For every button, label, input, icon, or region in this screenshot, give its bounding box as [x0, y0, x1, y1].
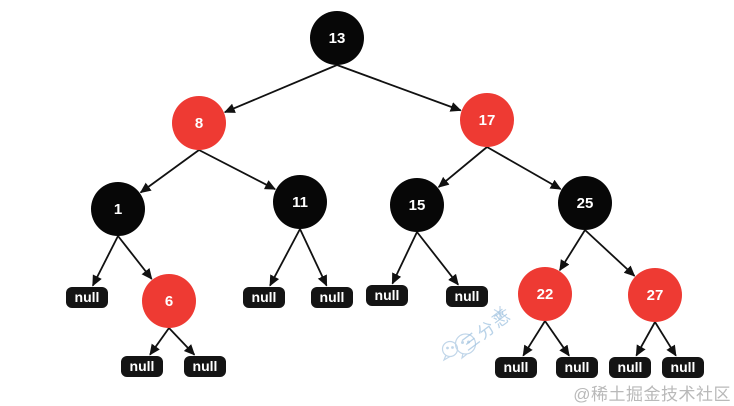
tree-edge-15-n15R — [416, 231, 459, 286]
tree-edge-17-25 — [486, 146, 562, 190]
null-leaf: null — [184, 355, 226, 377]
null-leaf: null — [446, 285, 488, 307]
tree-node-11: 11 — [273, 175, 327, 229]
tree-node-13: 13 — [310, 11, 364, 65]
tree-edge-15-n15L — [391, 231, 418, 285]
null-leaf: null — [121, 355, 163, 377]
null-leaf: null — [556, 356, 598, 378]
tree-edge-1-n1L — [91, 235, 119, 287]
tree-node-6: 6 — [142, 274, 196, 328]
tree-edge-11-n11R — [299, 228, 328, 287]
tree-node-17: 17 — [460, 93, 514, 147]
juejin-community-watermark: @稀土掘金技术社区 — [573, 385, 731, 404]
null-leaf: null — [366, 284, 408, 306]
null-leaf: null — [243, 286, 285, 308]
tree-edge-13-8 — [223, 64, 338, 114]
tree-edge-25-22 — [559, 229, 586, 272]
tree-edge-27-n27L — [635, 321, 656, 357]
tree-edge-22-n22R — [544, 320, 570, 357]
tree-edge-17-15 — [437, 146, 488, 188]
null-leaf: null — [609, 356, 651, 378]
tree-node-1: 1 — [91, 182, 145, 236]
tree-node-8: 8 — [172, 96, 226, 150]
tree-edge-8-1 — [139, 149, 200, 194]
tree-edge-1-6 — [117, 235, 153, 280]
null-leaf: null — [662, 356, 704, 378]
tree-node-22: 22 — [518, 267, 572, 321]
tree-edge-22-n22L — [522, 320, 546, 357]
tree-node-15: 15 — [390, 178, 444, 232]
null-leaf: null — [311, 286, 353, 308]
tree-edge-27-n27R — [654, 321, 677, 357]
tree-edge-6-n6R — [168, 327, 196, 356]
tree-edge-8-11 — [198, 149, 276, 191]
null-leaf: null — [495, 356, 537, 378]
tree-edge-13-17 — [336, 64, 462, 112]
null-leaf: null — [66, 286, 108, 308]
tree-edge-25-27 — [584, 229, 636, 277]
tree-edge-11-n11L — [269, 228, 301, 287]
tree-node-27: 27 — [628, 268, 682, 322]
tree-node-25: 25 — [558, 176, 612, 230]
tree-edge-6-n6L — [149, 327, 170, 356]
